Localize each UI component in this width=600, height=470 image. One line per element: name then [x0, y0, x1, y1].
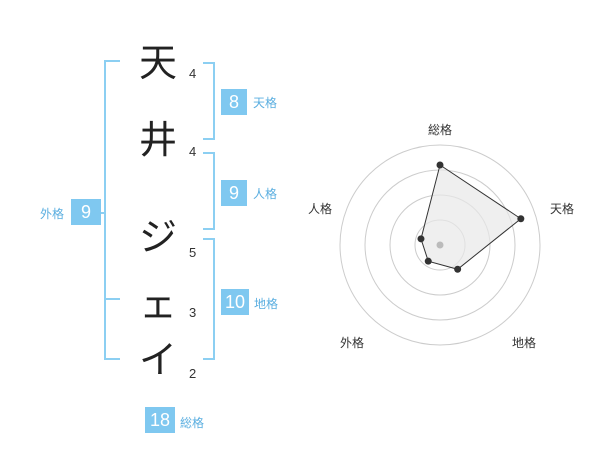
radar-point-3 — [454, 265, 462, 273]
name-char-3: ジ — [138, 215, 177, 259]
tenkaku-label: 天格 — [253, 96, 278, 110]
chikaku-label: 地格 — [254, 297, 279, 311]
chikaku-value-badge: 10 — [221, 289, 249, 315]
radar-label-tenkaku: 天格 — [550, 202, 575, 216]
name-char-2: 井 — [138, 118, 177, 162]
tenkaku-value-badge: 8 — [221, 89, 247, 115]
stroke-count-3: 5 — [189, 245, 197, 260]
radar-series-polygon — [420, 164, 522, 270]
radar-chart — [339, 144, 541, 346]
stroke-count-1: 4 — [189, 66, 197, 81]
radar-point-2 — [517, 215, 525, 223]
stroke-count-4: 3 — [189, 305, 197, 320]
gaikaku-value-badge: 9 — [71, 199, 101, 225]
name-char-5: イ — [138, 338, 177, 382]
radar-center-dot — [436, 241, 444, 249]
jinkaku-label: 人格 — [253, 187, 278, 201]
radar-label-chikaku: 地格 — [512, 336, 537, 350]
name-char-4: ェ — [138, 282, 177, 326]
gaikaku-label: 外格 — [40, 207, 65, 221]
radar-label-jinkaku: 人格 — [308, 202, 333, 216]
jinkaku-value-badge: 9 — [221, 180, 247, 206]
radar-point-4 — [424, 257, 432, 265]
radar-point-1 — [436, 161, 444, 169]
soukaku-label: 総格 — [180, 416, 205, 430]
radar-point-5 — [417, 235, 425, 243]
soukaku-value-badge: 18 — [145, 407, 175, 433]
radar-label-gaikaku: 外格 — [340, 336, 365, 350]
stroke-count-5: 2 — [189, 366, 197, 381]
radar-label-soukaku: 総格 — [428, 123, 453, 137]
stroke-count-2: 4 — [189, 144, 197, 159]
name-char-1: 天 — [138, 41, 177, 85]
radar-grid-ring — [339, 144, 541, 346]
